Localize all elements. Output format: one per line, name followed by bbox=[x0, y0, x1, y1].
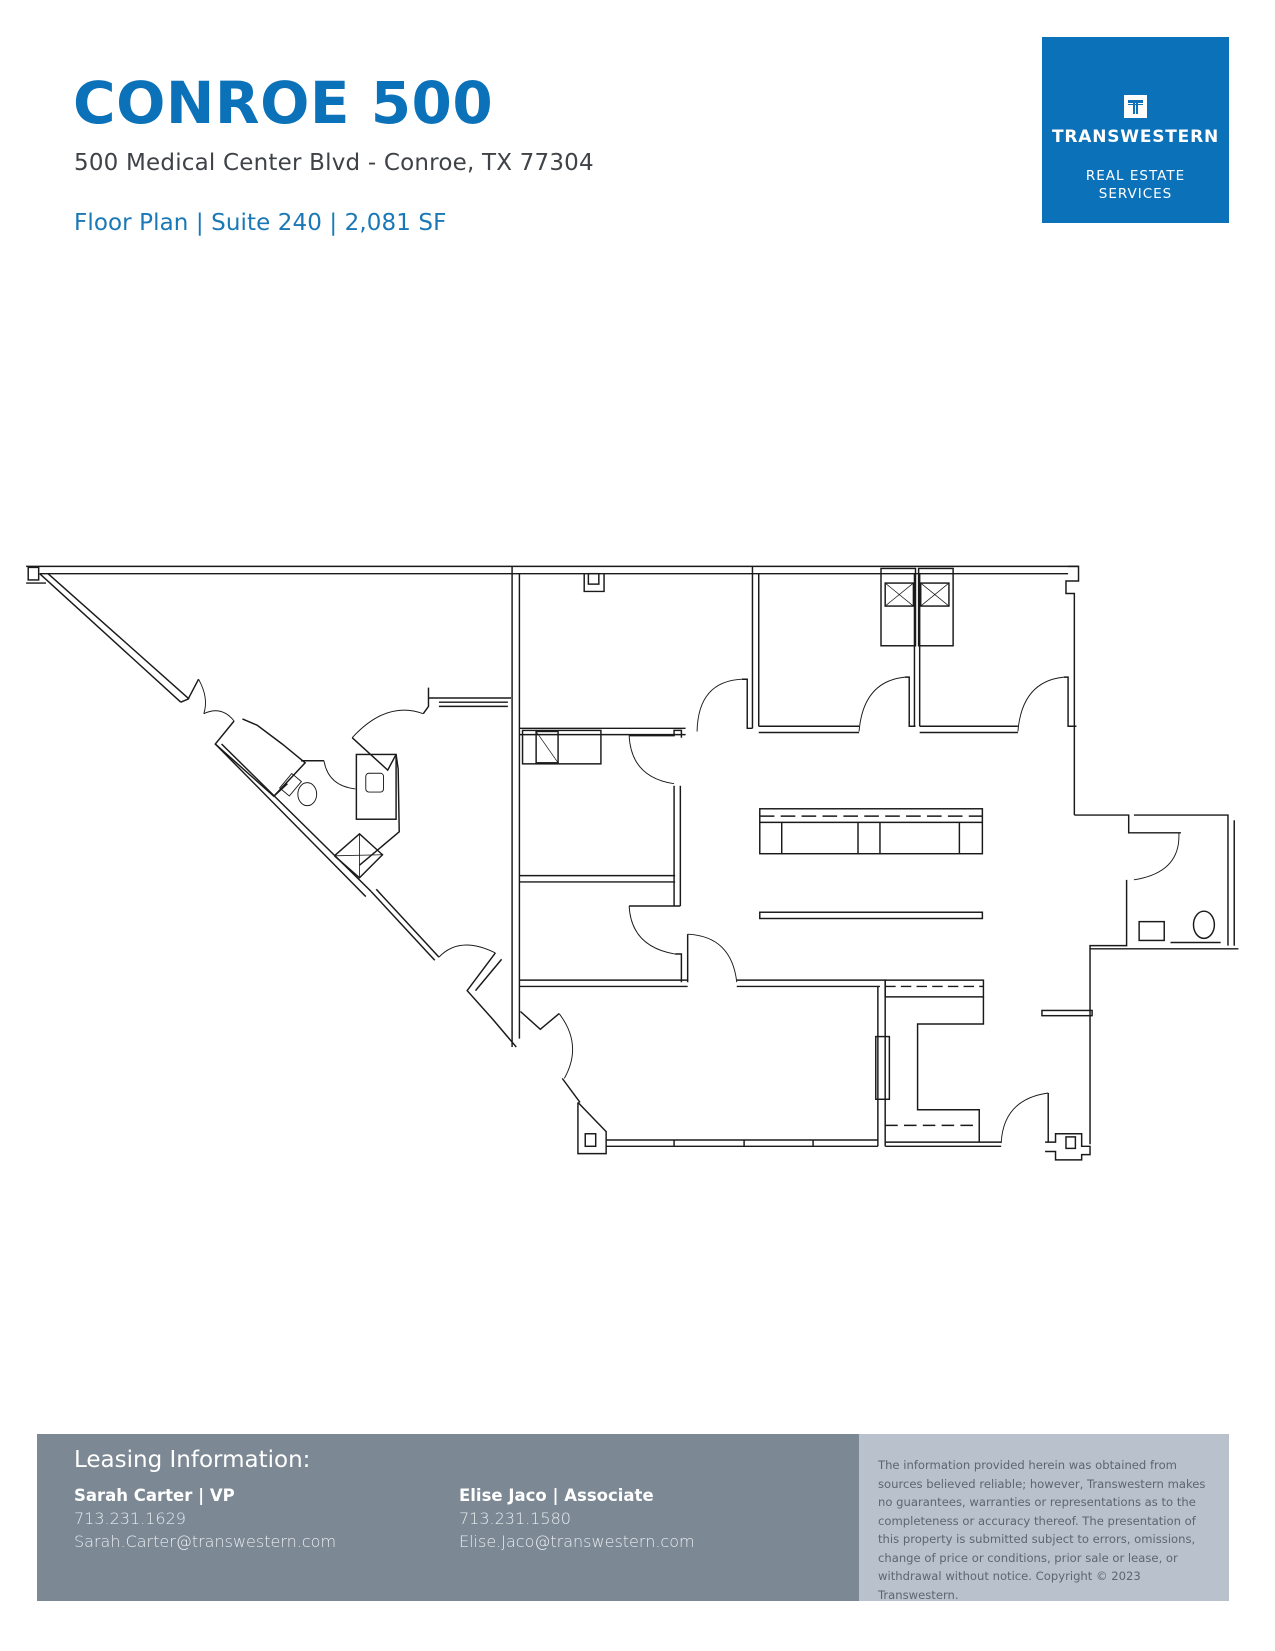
disclaimer-text: The information provided herein was obta… bbox=[878, 1458, 1206, 1602]
transwestern-t-icon bbox=[1124, 95, 1147, 118]
agent-email[interactable]: Elise.Jaco@transwestern.com bbox=[459, 1532, 695, 1551]
agent-phone[interactable]: 713.231.1629 bbox=[74, 1509, 186, 1528]
leasing-title: Leasing Information: bbox=[74, 1447, 311, 1473]
leasing-information-panel: Leasing Information: Sarah Carter | VP 7… bbox=[37, 1434, 859, 1601]
disclaimer-panel: The information provided herein was obta… bbox=[859, 1434, 1229, 1602]
floor-plan-subtitle: Floor Plan | Suite 240 | 2,081 SF bbox=[74, 210, 447, 236]
footer: Leasing Information: Sarah Carter | VP 7… bbox=[37, 1434, 1229, 1602]
transwestern-logo: TRANSWESTERN REAL ESTATE SERVICES bbox=[1042, 37, 1229, 223]
agent-phone[interactable]: 713.231.1580 bbox=[459, 1509, 571, 1528]
agent-name: Sarah Carter | VP bbox=[74, 1486, 235, 1505]
agent-contact: Elise Jaco | Associate 713.231.1580 Elis… bbox=[459, 1484, 695, 1553]
property-title: CONROE 500 bbox=[73, 69, 494, 137]
logo-tagline-line1: REAL ESTATE bbox=[1085, 168, 1186, 184]
agent-name: Elise Jaco | Associate bbox=[459, 1486, 654, 1505]
agent-email[interactable]: Sarah.Carter@transwestern.com bbox=[74, 1532, 337, 1551]
property-address: 500 Medical Center Blvd - Conroe, TX 773… bbox=[74, 150, 594, 176]
logo-brand-name: TRANSWESTERN bbox=[1051, 127, 1220, 147]
logo-tagline-line2: SERVICES bbox=[1098, 186, 1173, 202]
logo-tagline: REAL ESTATE SERVICES bbox=[1042, 167, 1229, 203]
agent-contact: Sarah Carter | VP 713.231.1629 Sarah.Car… bbox=[74, 1484, 336, 1553]
